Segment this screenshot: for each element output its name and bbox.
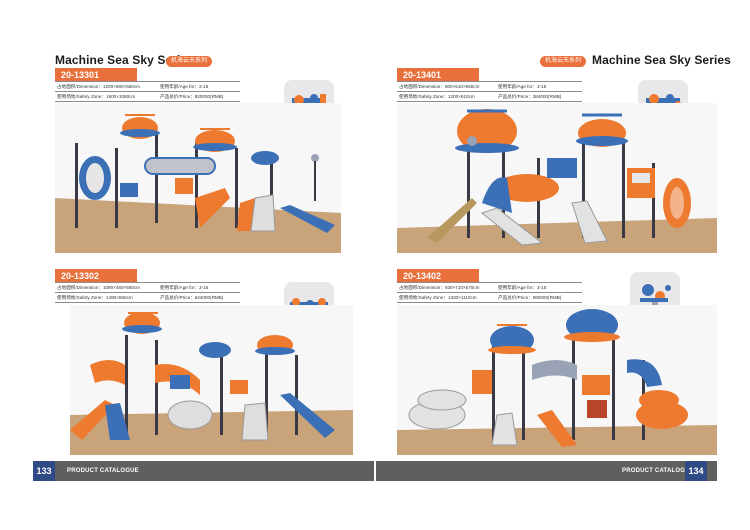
series-tag: 机海云天系列 xyxy=(540,56,587,67)
series-title: Machine Sea Sky Series xyxy=(55,53,194,67)
spec-price: 产品总价/Price：680000(RMB) xyxy=(498,295,562,300)
spec-dimension: 占地面积/Dimension：1200×680×550cm xyxy=(57,84,140,89)
spec-divider xyxy=(397,91,582,92)
spec-dimension: 占地面积/Dimension：800×510×650cm xyxy=(399,84,480,89)
spec-divider xyxy=(397,81,582,82)
product-code-badge: 20-13301 xyxy=(55,68,137,82)
spec-safety-zone: 使用场地/Safety Zone：1330×1110cm xyxy=(399,295,477,300)
spec-divider xyxy=(55,81,240,82)
page-number: 134 xyxy=(685,461,707,481)
spec-divider xyxy=(55,292,240,293)
playground-photo-20-13402 xyxy=(397,305,717,455)
spec-price: 产品总价/Price：820000(RMB) xyxy=(160,94,224,99)
page-number: 133 xyxy=(33,461,55,481)
spec-divider xyxy=(55,101,240,102)
series-tag: 机海云天系列 xyxy=(166,56,213,67)
spec-dimension: 占地面积/Dimension：1090×460×550cm xyxy=(57,285,140,290)
footer-label: PRODUCT CATALOGUE xyxy=(67,468,139,474)
spec-age: 使用年龄/Age for：3-15 xyxy=(498,285,547,290)
spec-age: 使用年龄/Age for：3-15 xyxy=(160,285,209,290)
spec-safety-zone: 使用场地/Safety Zone：1600×1080cm xyxy=(57,94,136,99)
playground-photo-20-13301 xyxy=(55,103,341,253)
product-code-badge: 20-13302 xyxy=(55,269,137,283)
product-code-badge: 20-13401 xyxy=(397,68,479,82)
playground-photo-20-13401 xyxy=(397,103,717,253)
footer-bar: PRODUCT CATALOGUE 134 xyxy=(376,461,717,481)
spec-age: 使用年龄/Age for：3-15 xyxy=(498,84,547,89)
spec-divider xyxy=(397,292,582,293)
catalogue-page-left: Machine Sea Sky Series 机海云天系列 20-13301 占… xyxy=(33,53,374,481)
spec-safety-zone: 使用场地/Safety Zone：1200×910cm xyxy=(399,94,475,99)
catalogue-page-right: 机海云天系列 Machine Sea Sky Series 20-13401 占… xyxy=(375,0,750,530)
footer-bar: 133 PRODUCT CATALOGUE xyxy=(33,461,374,481)
series-title: Machine Sea Sky Series xyxy=(592,53,731,67)
playground-photo-20-13302 xyxy=(70,305,353,455)
spec-divider xyxy=(55,302,240,303)
spec-divider xyxy=(397,282,582,283)
spec-price: 产品总价/Price：384000(RMB) xyxy=(498,94,562,99)
spec-dimension: 占地面积/Dimension：930×710×570cm xyxy=(399,285,480,290)
spec-divider xyxy=(397,101,582,102)
footer-label: PRODUCT CATALOGUE xyxy=(622,468,694,474)
spec-price: 产品总价/Price：644000(RMB) xyxy=(160,295,224,300)
spec-safety-zone: 使用场地/Safety Zone：1490×860cm xyxy=(57,295,133,300)
spec-divider xyxy=(55,91,240,92)
spec-divider xyxy=(55,282,240,283)
product-code-badge: 20-13402 xyxy=(397,269,479,283)
spec-age: 使用年龄/Age for：3-15 xyxy=(160,84,209,89)
spec-divider xyxy=(397,302,582,303)
